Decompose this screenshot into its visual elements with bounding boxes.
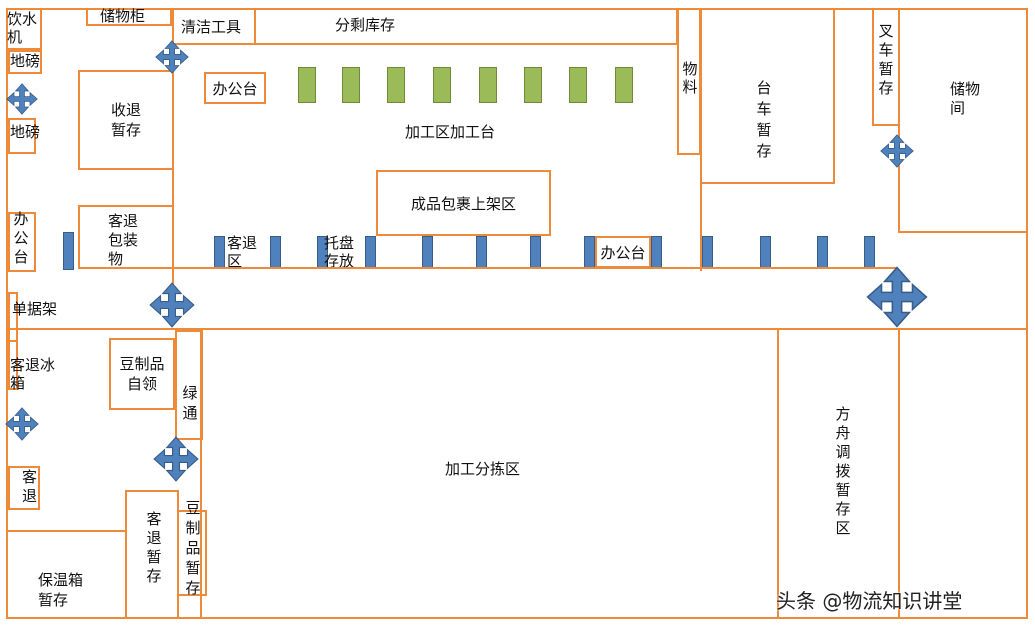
zone-scale-second bbox=[8, 118, 36, 154]
label-insulated-box-temp: 保温箱暂存 bbox=[38, 571, 84, 609]
workbench-2 bbox=[342, 67, 360, 103]
zone-desk-top: 办公台 bbox=[204, 72, 266, 104]
rack-2 bbox=[270, 236, 281, 269]
divider-left-lower bbox=[6, 530, 126, 532]
zone-soy-temp bbox=[177, 510, 207, 596]
zone-green-channel bbox=[175, 330, 203, 440]
workbench-5 bbox=[479, 67, 497, 103]
label-sorted-inventory: 分剩库存 bbox=[335, 16, 396, 34]
workbench-7 bbox=[569, 67, 587, 103]
label-forklift-temp: 叉车暂存 bbox=[878, 22, 894, 97]
workbench-8 bbox=[615, 67, 633, 103]
zone-customer-return-fridge bbox=[8, 340, 18, 390]
label-soy-temp: 豆制品暂存 bbox=[185, 499, 201, 597]
zone-cart-temp bbox=[700, 8, 835, 184]
zone-fangzhou-transfer bbox=[777, 328, 900, 619]
rack-0 bbox=[63, 232, 74, 270]
label-cart-temp: 台车暂存 bbox=[756, 79, 772, 160]
label-fangzhou-transfer: 方舟调拨暂存区 bbox=[835, 405, 851, 537]
workbench-1 bbox=[298, 67, 316, 103]
label-receiving-return: 收退暂存 bbox=[110, 101, 141, 139]
rack-13 bbox=[864, 236, 875, 269]
label-scale-second: 地磅 bbox=[10, 123, 41, 141]
label-customer-return-area: 客退区 bbox=[227, 234, 258, 270]
watermark-text: 头条 @物流知识讲堂 bbox=[776, 589, 963, 613]
label-water-machine: 饮水机 bbox=[7, 10, 38, 46]
label-processing-desk: 加工区加工台 bbox=[405, 123, 496, 141]
zone-sorted-inventory bbox=[254, 8, 678, 45]
zone-storage-room bbox=[898, 8, 1028, 233]
label-scale-top: 地磅 bbox=[10, 52, 41, 70]
four-way-arrow-icon bbox=[5, 407, 39, 441]
label-processing-sorting: 加工分拣区 bbox=[445, 460, 521, 478]
rack-9 bbox=[651, 236, 662, 269]
zone-scale-top bbox=[8, 50, 42, 74]
label-desk-left: 办公台 bbox=[13, 210, 29, 266]
aisle-top-line bbox=[172, 267, 898, 269]
rack-6 bbox=[476, 236, 487, 269]
rack-10 bbox=[702, 236, 713, 269]
zone-finished-packing: 成品包裹上架区 bbox=[376, 170, 551, 236]
rack-8 bbox=[584, 236, 595, 269]
rack-1 bbox=[214, 236, 225, 269]
four-way-arrow-icon bbox=[149, 282, 195, 328]
label-document-rack: 单据架 bbox=[12, 300, 58, 318]
rack-12 bbox=[817, 236, 828, 269]
four-way-arrow-icon bbox=[153, 436, 199, 482]
workbench-4 bbox=[433, 67, 451, 103]
label-storage-room: 储物间 bbox=[950, 80, 981, 117]
zone-soy-self-collect: 豆制品自领 bbox=[109, 338, 175, 410]
label-cleaning-tools: 清洁工具 bbox=[181, 18, 242, 36]
four-way-arrow-icon bbox=[155, 40, 189, 74]
label-customer-return-fridge: 客退冰箱 bbox=[10, 356, 56, 392]
workbench-3 bbox=[387, 67, 405, 103]
label-finished-packing: 成品包裹上架区 bbox=[410, 194, 516, 213]
rack-7 bbox=[530, 236, 541, 269]
label-storage-cabinet: 储物柜 bbox=[100, 7, 146, 25]
zone-desk-middle: 办公台 bbox=[595, 236, 651, 268]
label-materials: 物料 bbox=[682, 60, 698, 96]
rack-11 bbox=[760, 236, 771, 269]
rack-5 bbox=[422, 236, 433, 269]
label-desk-middle: 办公台 bbox=[600, 243, 646, 262]
label-customer-return-temp: 客退暂存 bbox=[146, 510, 162, 585]
zone-receiving-return: 收退暂存 bbox=[78, 70, 174, 170]
label-customer-return-pack: 客退包装物 bbox=[108, 212, 139, 268]
zone-water-machine bbox=[6, 8, 42, 50]
four-way-arrow-icon bbox=[880, 134, 914, 168]
label-desk-top: 办公台 bbox=[212, 79, 258, 98]
label-green-channel: 绿通 bbox=[182, 384, 198, 422]
workbench-6 bbox=[524, 67, 542, 103]
zone-customer-return-small bbox=[8, 466, 40, 510]
label-customer-return-small: 客退 bbox=[22, 468, 38, 505]
divider-right-middle bbox=[700, 183, 702, 271]
four-way-arrow-icon bbox=[6, 83, 38, 115]
zone-customer-return-pack bbox=[78, 205, 174, 269]
rack-4 bbox=[365, 236, 376, 269]
zone-storage-cabinet bbox=[86, 8, 172, 26]
label-soy-self-collect: 豆制品自领 bbox=[119, 355, 165, 393]
zone-desk-left bbox=[8, 212, 36, 272]
label-pallet-storage: 托盘存放 bbox=[324, 234, 355, 270]
four-way-arrow-icon bbox=[866, 266, 928, 328]
